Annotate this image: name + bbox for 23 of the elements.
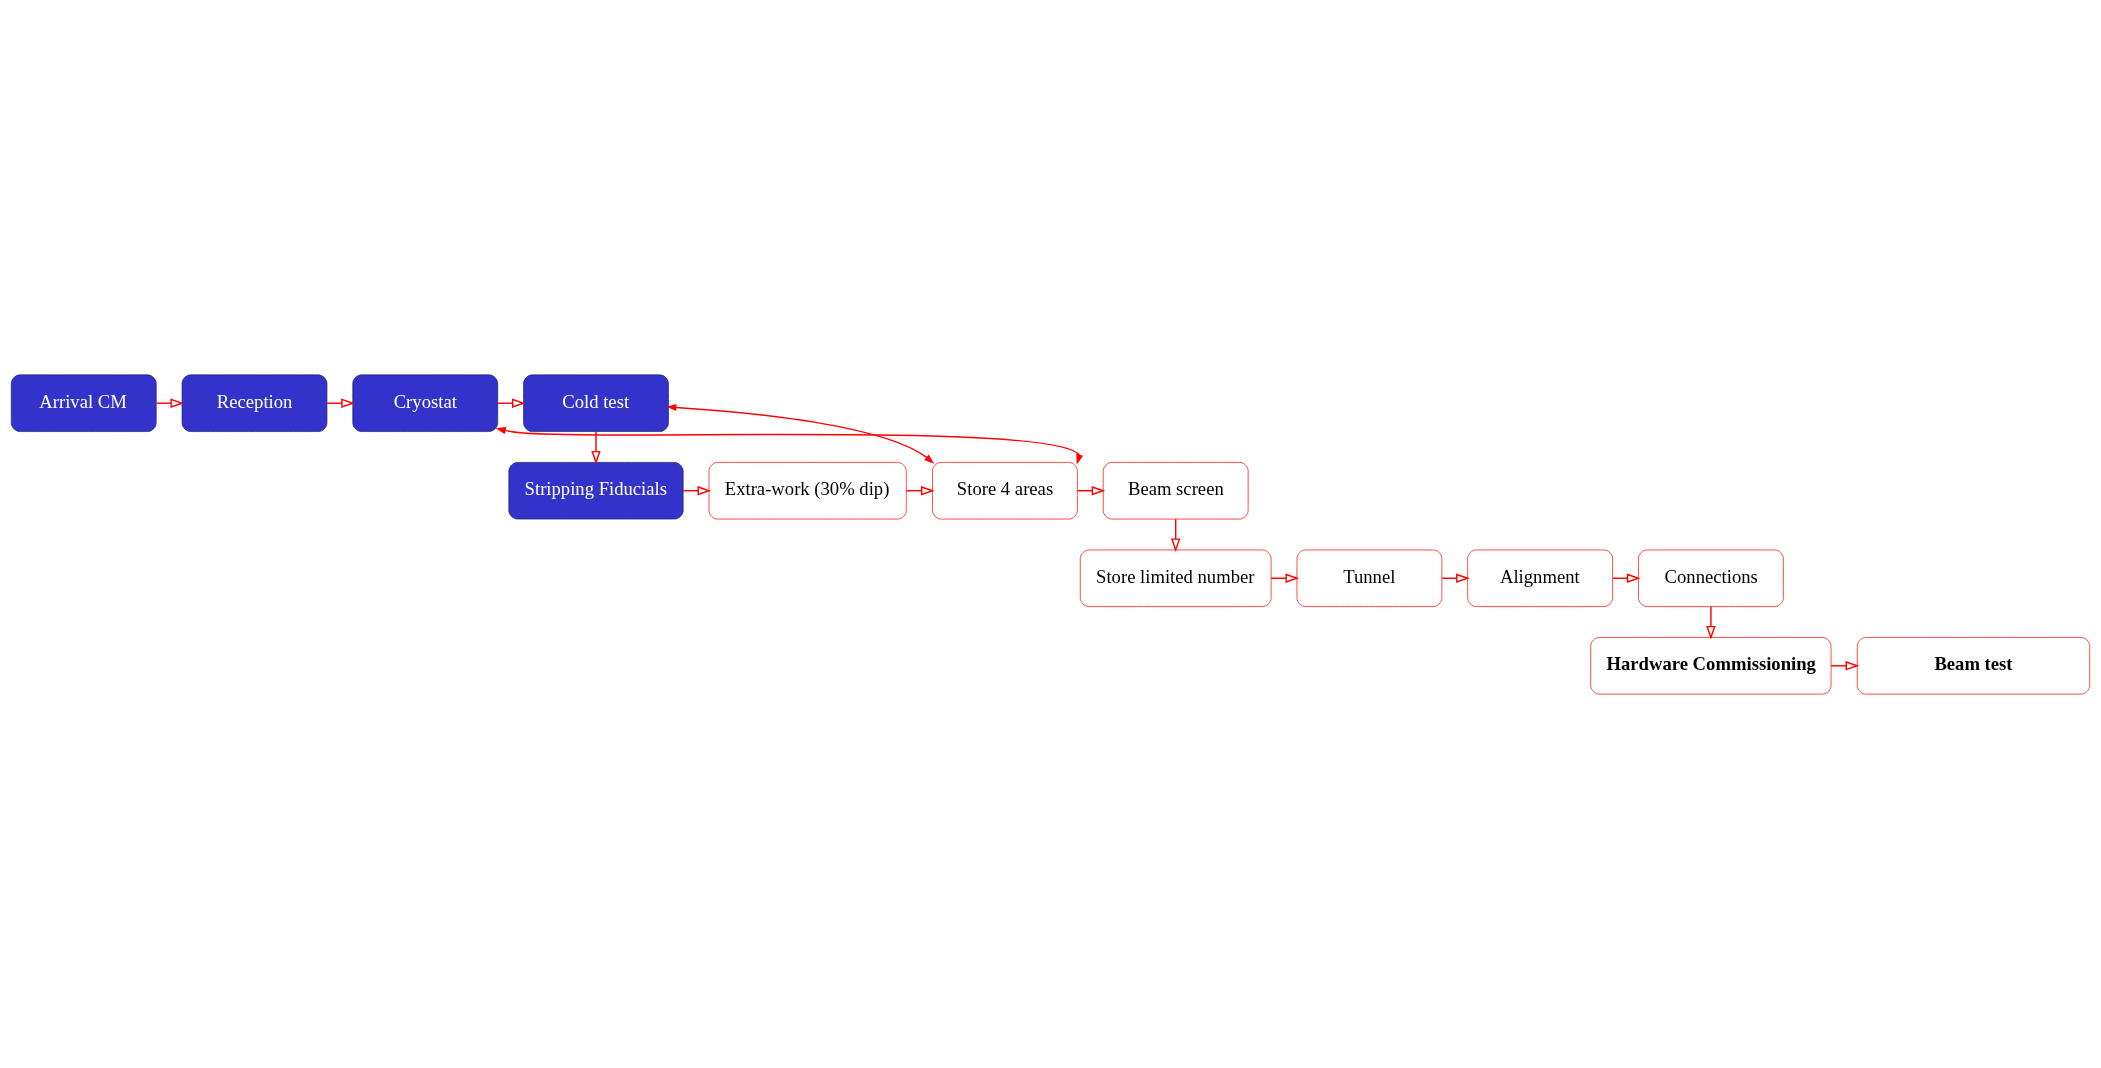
node-box: Store limited number bbox=[1079, 549, 1272, 607]
arrow bbox=[155, 397, 185, 408]
node-box: Alignment bbox=[1467, 549, 1613, 607]
arrow bbox=[497, 397, 526, 408]
node-box: Stripping Fiducials bbox=[508, 461, 684, 519]
node-box: Cryostat bbox=[352, 374, 499, 432]
node-box: Hardware Commissioning bbox=[1590, 636, 1832, 694]
arrow bbox=[495, 426, 1084, 464]
node-box: Cold test bbox=[523, 374, 669, 432]
arrow bbox=[591, 430, 601, 464]
node-box: Connections bbox=[1638, 549, 1784, 607]
arrow bbox=[1706, 605, 1716, 640]
node-box: Tunnel bbox=[1296, 549, 1443, 607]
arrow bbox=[666, 403, 935, 464]
arrow bbox=[326, 397, 355, 408]
node-box: Arrival CM bbox=[10, 374, 157, 432]
node-box: Beam test bbox=[1856, 636, 2091, 694]
node-box: Reception bbox=[181, 374, 328, 432]
node-box: Store 4 areas bbox=[932, 461, 1078, 519]
node-box: Beam screen bbox=[1102, 461, 1249, 519]
arrow bbox=[1170, 517, 1181, 552]
node-box: Extra-work (30% dip) bbox=[708, 461, 907, 519]
arrow bbox=[1830, 660, 1860, 671]
